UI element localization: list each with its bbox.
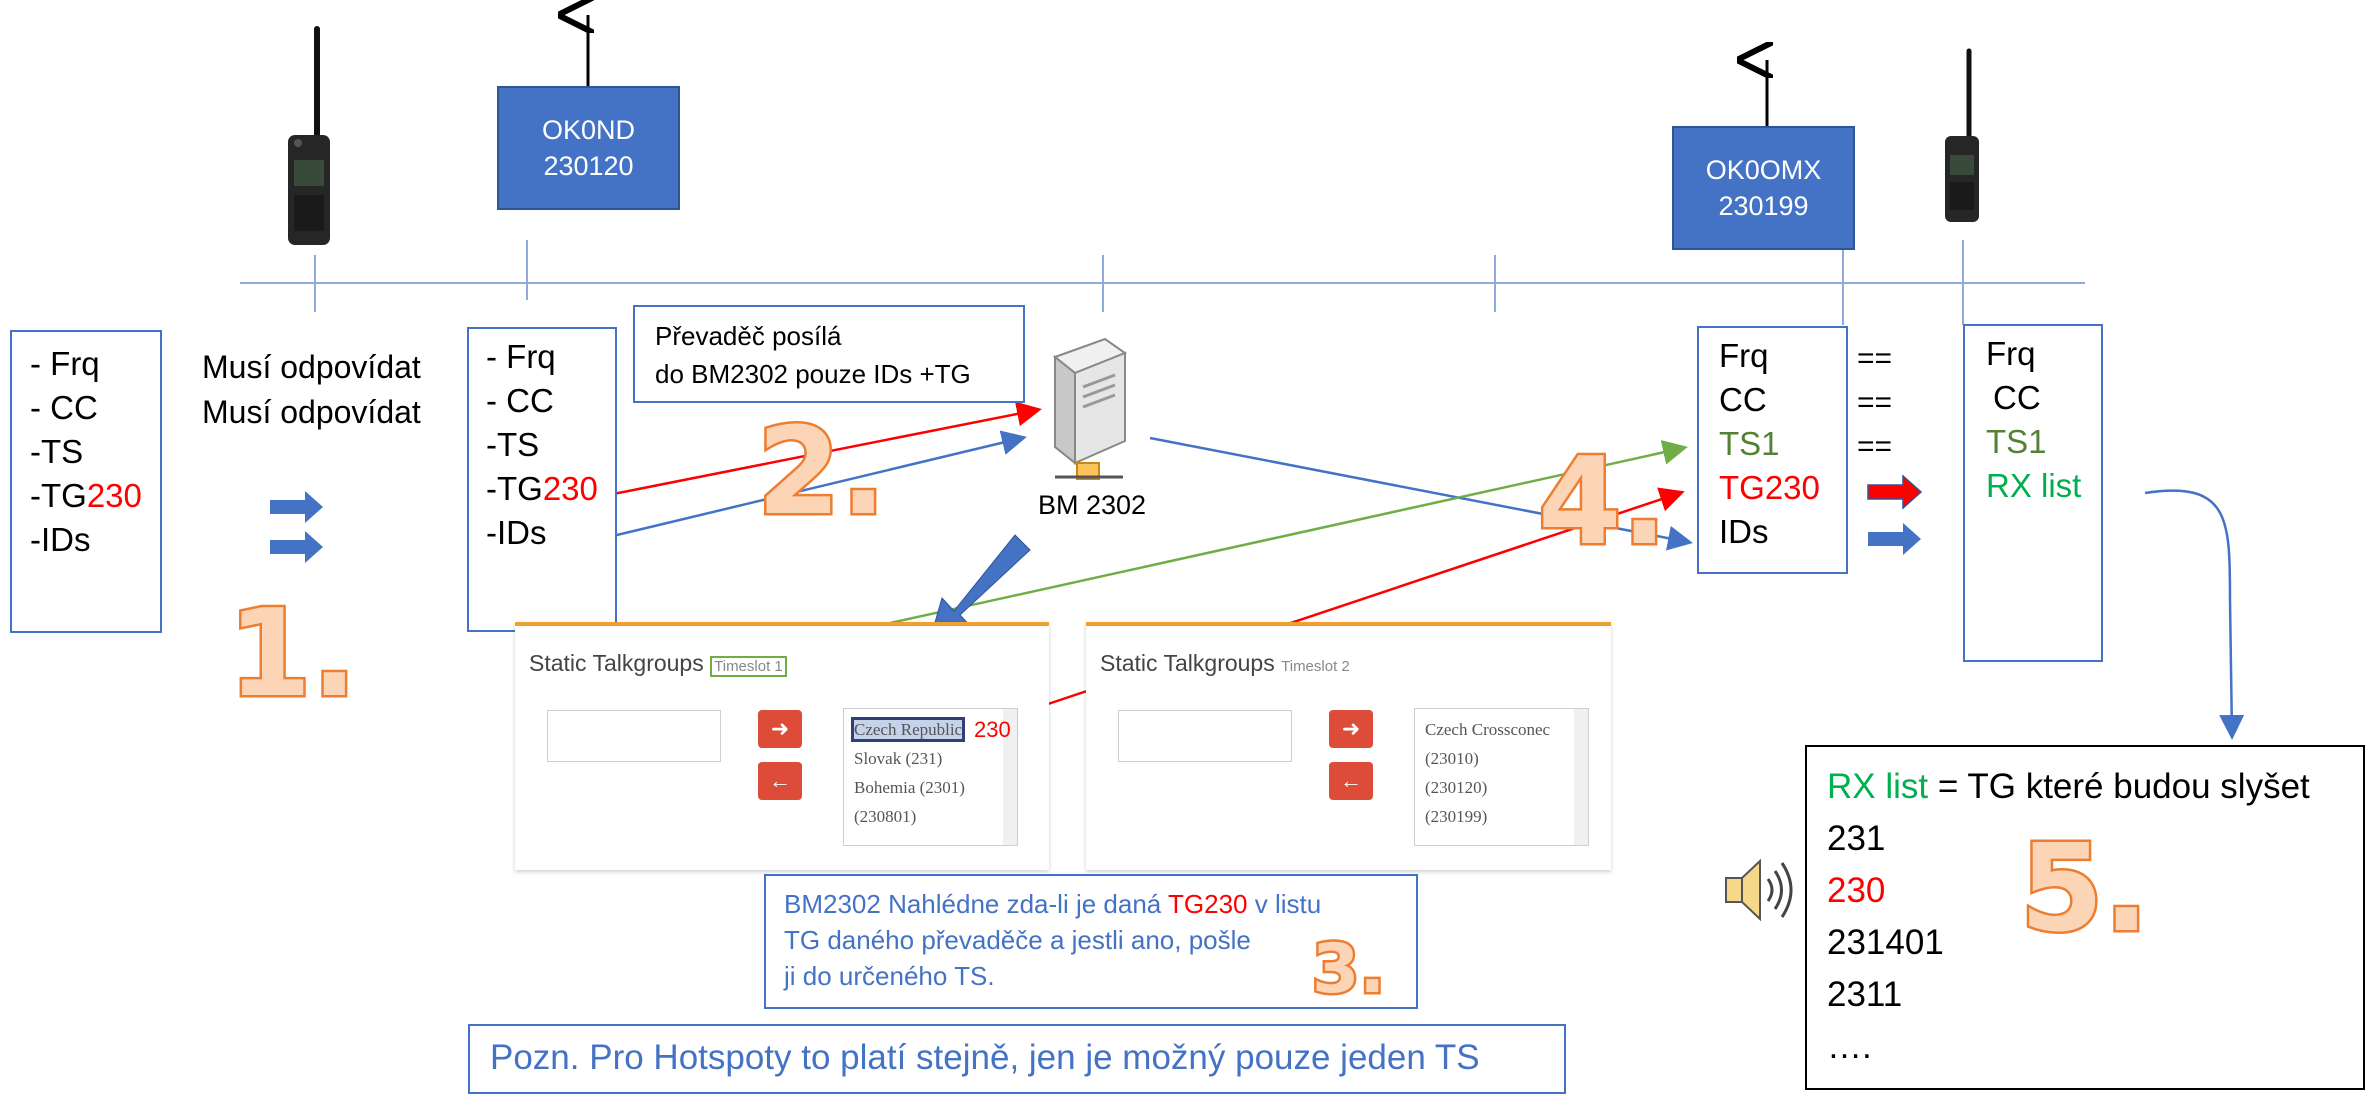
- repeater1-params: - Frq - CC -TS -TG230 -IDs: [467, 327, 617, 632]
- equals-cc: ==: [1857, 386, 1893, 419]
- static-talkgroups-panel-ts2: Static Talkgroups Timeslot 2 ➜ ← Czech C…: [1086, 622, 1611, 870]
- must-match-text: Musí odpovídat Musí odpovídat: [202, 349, 421, 430]
- note-repeater-sends: Převaděč posílá do BM2302 pouze IDs +TG: [633, 305, 1025, 403]
- equals-frq: ==: [1857, 342, 1893, 375]
- tg-list-item[interactable]: Czech Crossconec: [1425, 720, 1551, 739]
- repeater2-params: Frq CC TS1 TG230 IDs: [1697, 326, 1848, 574]
- step-5: 5.: [2017, 818, 2151, 962]
- tg-list-item[interactable]: (230199): [1425, 807, 1488, 826]
- arrow-right-red: [1867, 474, 1923, 510]
- tg-list-item[interactable]: (23010): [1425, 749, 1479, 768]
- tg-list-item[interactable]: Bohemia (2301): [854, 778, 965, 797]
- tg-input-ts1[interactable]: [547, 710, 721, 762]
- tg-list-item[interactable]: (230120): [1425, 778, 1488, 797]
- repeater-ok0omx: OK0OMX 230199: [1672, 126, 1855, 250]
- param-frq: - Frq: [30, 345, 100, 382]
- repeater-ok0nd: OK0ND 230120: [497, 86, 680, 210]
- server-to-ids-arrow: [1149, 436, 1693, 551]
- remove-tg-button-ts2[interactable]: ←: [1329, 762, 1373, 800]
- arrow-right-blue: [1868, 523, 1921, 555]
- radio-icon-left: [288, 26, 330, 245]
- param-ids: -IDs: [30, 521, 91, 558]
- step-3: 3.: [1309, 928, 1387, 1012]
- equals-ts: ==: [1857, 430, 1893, 463]
- tg-list-item[interactable]: Slovak (231): [854, 749, 943, 768]
- radio-right-params: Frq CC TS1 RX list: [1963, 324, 2103, 662]
- server-icon: [1052, 337, 1128, 480]
- param-tg: -TG230: [30, 477, 142, 514]
- step-1: 1.: [225, 583, 359, 727]
- note-bm-lookup: BM2302 Nahlédne zda-li je daná TG230 v l…: [764, 874, 1418, 1009]
- panel1-title: Static Talkgroups Timeslot 1: [529, 650, 787, 677]
- param-ts: -TS: [30, 433, 84, 470]
- param-cc: - CC: [30, 389, 98, 426]
- tg-input-ts2[interactable]: [1118, 710, 1292, 762]
- static-talkgroups-panel-ts1: Static Talkgroups Timeslot 1 ➜ ← Czech R…: [515, 622, 1049, 870]
- repeater1-param-tg: -TG230: [486, 470, 598, 507]
- tg-list-ts2[interactable]: Czech Crossconec (23010) (230120) (23019…: [1414, 708, 1589, 846]
- server-label: BM 2302: [1038, 490, 1147, 520]
- add-tg-button-ts1[interactable]: ➜: [758, 710, 802, 748]
- rx-list-title: RX list = TG které budou slyšet: [1827, 767, 2310, 806]
- ids-to-server-arrow: [595, 430, 1027, 542]
- radio-left-params: - Frq - CC -TS -TG230 -IDs: [10, 330, 162, 633]
- step-4: 4.: [1535, 431, 1669, 575]
- arrow-right-block-1: [270, 491, 323, 523]
- remove-tg-button-ts1[interactable]: ←: [758, 762, 802, 800]
- panel2-title: Static Talkgroups Timeslot 2: [1100, 650, 1350, 676]
- tg-list-item[interactable]: (230801): [854, 807, 917, 826]
- arrow-right-block-2: [270, 531, 323, 563]
- ts1-arrow: [776, 440, 1688, 650]
- rx-curve-arrow: [2144, 489, 2245, 740]
- tg-to-server-arrow: [597, 401, 1042, 499]
- rx-list-box: RX list = TG které budou slyšet 231 230 …: [1805, 745, 2365, 1090]
- step-2: 2.: [754, 401, 888, 545]
- speaker-icon: [1725, 858, 1793, 922]
- radio-icon-right: [1945, 48, 1979, 222]
- note-hotspot: Pozn. Pro Hotspoty to platí stejně, jen …: [468, 1024, 1566, 1094]
- add-tg-button-ts2[interactable]: ➜: [1329, 710, 1373, 748]
